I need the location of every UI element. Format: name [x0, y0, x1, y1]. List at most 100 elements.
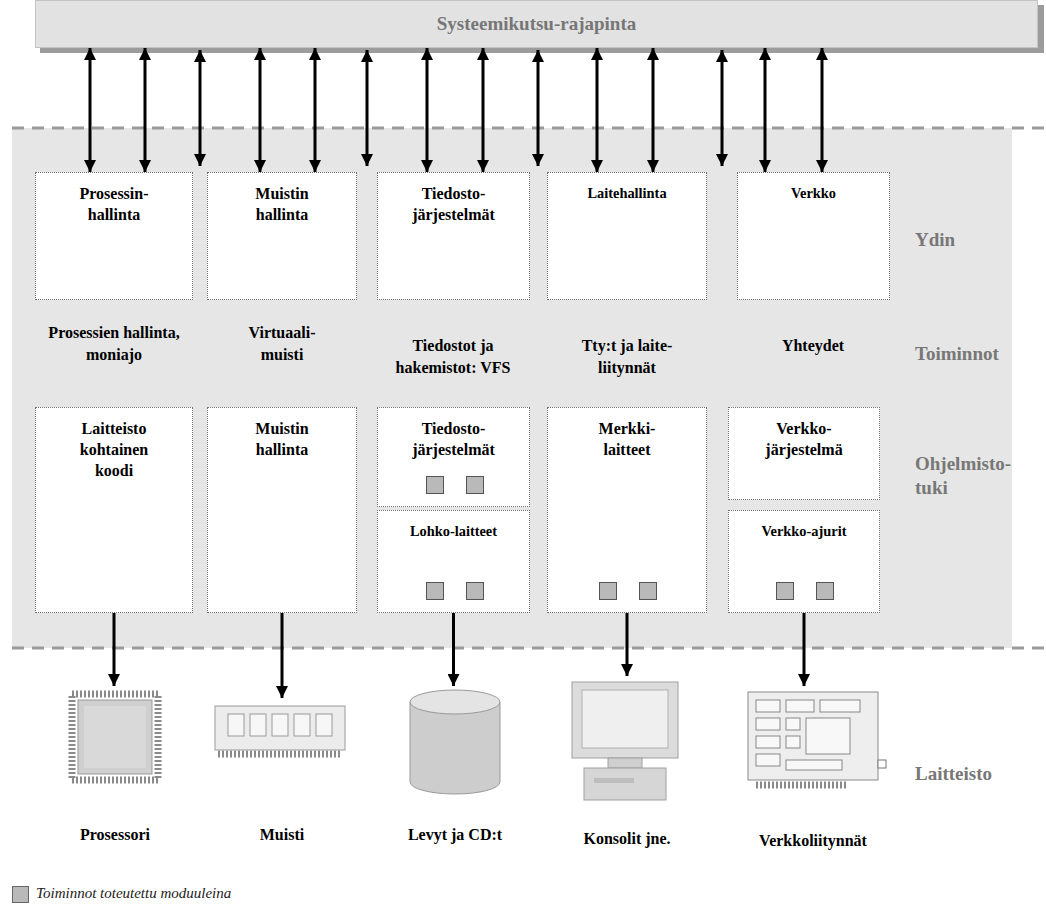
chip-body	[78, 700, 152, 774]
connector-arrow	[113, 613, 116, 686]
hardware-caption: Verkkoliitynnät	[759, 831, 867, 852]
legend-text: Toiminnot toteutettu moduuleina	[36, 885, 231, 902]
memory-icon	[215, 706, 345, 754]
interface-bar: Systeemikutsu-rajapinta	[35, 0, 1038, 48]
legend-swatch	[12, 886, 29, 903]
hardware-caption: Konsolit jne.	[583, 829, 670, 850]
card-pins	[756, 782, 846, 789]
module-square	[776, 582, 794, 600]
disk-top	[410, 690, 500, 714]
layer-label: Toiminnot	[915, 342, 1040, 366]
card-chip	[806, 718, 850, 754]
layer-label: Laitteisto	[915, 762, 1040, 786]
hardware-item: Verkkoliitynnät	[728, 686, 898, 852]
support-box: Tiedosto- järjestelmät	[377, 407, 530, 507]
card-connector	[878, 760, 886, 768]
processor-icon	[72, 694, 158, 780]
kernel-box: Muistin hallinta	[207, 172, 357, 300]
kernel-box: Prosessin- hallinta	[35, 172, 193, 300]
box-title: Laitteisto kohtainen koodi	[64, 419, 164, 481]
support-box: Merkki- laitteet	[547, 407, 707, 613]
card-part	[756, 718, 780, 730]
connector-arrow	[281, 613, 284, 698]
gap-arrow	[537, 50, 540, 166]
connector-arrow	[626, 613, 629, 676]
memory-chip	[294, 714, 310, 736]
drive-slot	[594, 778, 634, 783]
module-square	[466, 476, 484, 494]
connector-arrow	[452, 613, 455, 686]
connector-arrow	[89, 48, 92, 172]
card-part	[786, 700, 814, 712]
hardware-item: Konsolit jne.	[547, 676, 707, 850]
network-card-icon	[748, 692, 886, 785]
connector-arrow	[803, 613, 806, 686]
monitor-screen	[582, 690, 668, 748]
card-part	[756, 736, 780, 748]
connector-arrow	[652, 48, 655, 172]
box-title: Verkko- järjestelmä	[754, 419, 854, 461]
function-label: Virtuaali- muisti	[237, 322, 327, 367]
connector-arrow	[596, 48, 599, 172]
box-title: Merkki- laitteet	[587, 419, 667, 461]
support-box: Verkko-ajurit	[728, 510, 880, 613]
console-icon	[572, 682, 678, 800]
hardware-caption: Levyt ja CD:t	[408, 825, 502, 846]
support-box: Laitteisto kohtainen koodi	[35, 407, 193, 613]
box-title: Muistin hallinta	[242, 419, 322, 461]
dashed-boundary	[12, 647, 1046, 650]
module-square	[426, 476, 444, 494]
support-box: Lohko-laitteet	[377, 510, 530, 613]
gap-arrow	[199, 50, 202, 166]
card-part	[756, 700, 780, 712]
function-label: Prosessien hallinta, moniajo	[42, 322, 187, 367]
card-part	[786, 718, 800, 730]
hardware-caption: Prosessori	[80, 825, 150, 846]
box-title: Muistin hallinta	[242, 184, 322, 226]
interface-title: Systeemikutsu-rajapinta	[437, 12, 637, 37]
chip-pins	[72, 694, 158, 780]
gap-arrow	[721, 50, 724, 166]
card-part	[756, 754, 780, 766]
function-label: Tty:t ja laite- liitynnät	[562, 335, 692, 380]
function-label: Yhteydet	[743, 335, 883, 357]
hardware-item: Muisti	[207, 698, 357, 846]
kernel-box: Tiedosto- järjestelmät	[377, 172, 530, 300]
gap-arrow	[366, 50, 369, 166]
connector-arrow	[259, 48, 262, 172]
connector-arrow	[426, 48, 429, 172]
hardware-item: Levyt ja CD:t	[380, 686, 530, 846]
connector-arrow	[764, 48, 767, 172]
dashed-boundary	[12, 127, 1046, 130]
box-title: Laitehallinta	[552, 184, 702, 203]
memory-chip	[316, 714, 332, 736]
connector-arrow	[314, 48, 317, 172]
hardware-item: Prosessori	[40, 686, 190, 846]
card-part	[786, 736, 800, 748]
card-part	[786, 760, 842, 770]
card-board	[748, 692, 878, 780]
memory-board	[215, 706, 345, 750]
module-square	[639, 582, 657, 600]
memory-chip	[228, 714, 244, 736]
connector-arrow	[144, 48, 147, 172]
module-square	[816, 582, 834, 600]
box-title: Verkko	[742, 184, 885, 203]
box-title: Tiedosto- järjestelmät	[399, 184, 509, 226]
monitor-frame	[572, 682, 678, 758]
chip-top	[84, 706, 146, 768]
box-title: Verkko-ajurit	[733, 522, 875, 541]
memory-pins	[218, 751, 342, 758]
layer-label: Ohjelmisto- tuki	[915, 452, 1040, 500]
hardware-caption: Muisti	[260, 825, 304, 846]
module-square	[426, 582, 444, 600]
box-title: Prosessin- hallinta	[64, 184, 164, 226]
connector-arrow	[821, 48, 824, 172]
memory-chip	[250, 714, 266, 736]
card-part	[820, 700, 860, 712]
box-title: Tiedosto- järjestelmät	[399, 419, 509, 461]
module-square	[599, 582, 617, 600]
kernel-region	[12, 128, 1012, 648]
computer-base	[584, 768, 666, 800]
layer-label: Ydin	[915, 228, 1025, 252]
